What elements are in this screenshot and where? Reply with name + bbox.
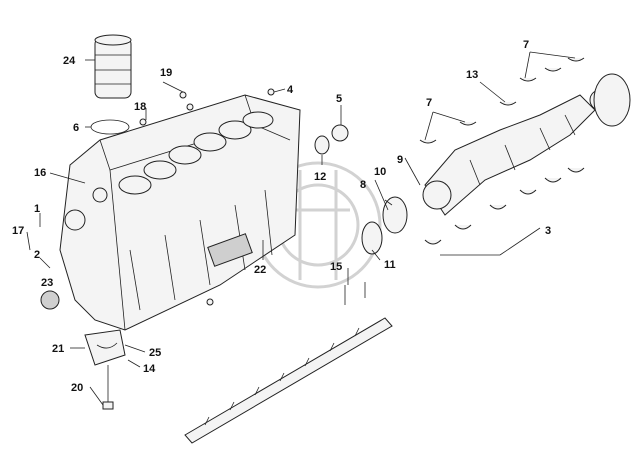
callout-3: 3: [545, 225, 551, 237]
camshaft: [184, 317, 393, 444]
callout-1: 1: [34, 203, 40, 215]
upper-bearing-shells: [419, 57, 585, 144]
callout-11: 11: [384, 259, 396, 271]
callout-4: 4: [287, 84, 294, 96]
rear-flange-ring: [593, 73, 631, 127]
callout-18: 18: [134, 101, 146, 113]
callout-21: 21: [52, 343, 64, 355]
main-bearing-cap: [84, 329, 126, 410]
callout-2: 2: [34, 249, 40, 261]
callout-6: 6: [73, 122, 79, 134]
callout-17: 17: [12, 225, 24, 237]
callout-22: 22: [254, 264, 266, 276]
cylinder-liner: [94, 34, 132, 99]
callout-16: 16: [34, 167, 46, 179]
fasteners: [139, 88, 366, 306]
callout-23: 23: [41, 277, 53, 289]
callout-19: 19: [160, 67, 172, 79]
callout-14: 14: [143, 363, 156, 375]
crankshaft: [422, 89, 611, 216]
callout-labels: 1 2 3 4 5 6 7 7 8 9 10 11 12 13 14 15 16…: [12, 39, 551, 394]
callout-7b: 7: [523, 39, 529, 51]
callout-7a: 7: [426, 97, 432, 109]
callout-13: 13: [466, 69, 478, 81]
crank-gear: [382, 196, 408, 234]
liner-seal-ring: [90, 119, 130, 135]
callout-5: 5: [336, 93, 342, 105]
callout-12: 12: [314, 171, 326, 183]
callout-25: 25: [149, 347, 161, 359]
rear-oil-seal: [40, 290, 60, 310]
callout-15: 15: [330, 261, 342, 273]
callout-20: 20: [71, 382, 83, 394]
cylinder-bores: [118, 111, 274, 195]
leader-lines: [26, 51, 576, 406]
callout-24: 24: [63, 55, 76, 67]
lower-bearing-shells: [424, 167, 585, 245]
front-seal-ring: [361, 221, 383, 255]
cylinder-block: [59, 94, 301, 331]
callout-8: 8: [360, 179, 366, 191]
callout-9: 9: [397, 154, 403, 166]
callout-10: 10: [374, 166, 386, 178]
